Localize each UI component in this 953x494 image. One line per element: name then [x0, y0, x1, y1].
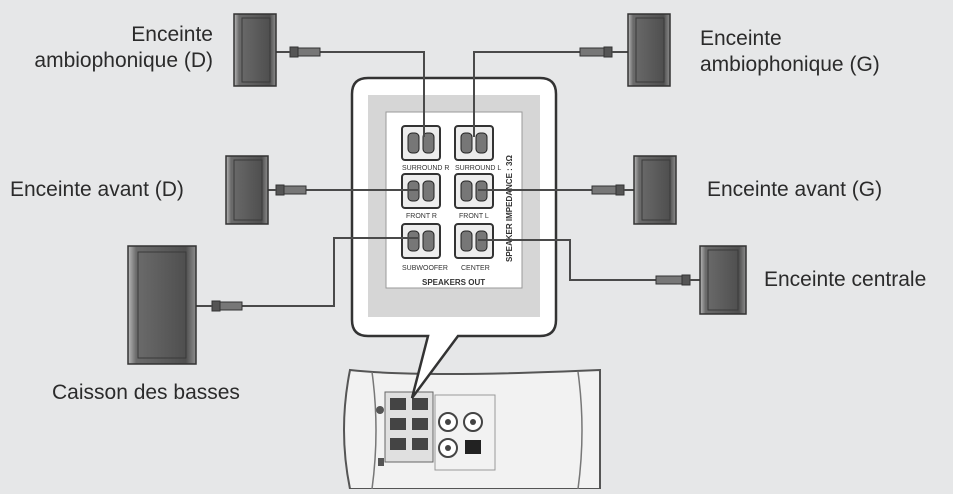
- wire-subwoofer: [222, 237, 418, 307]
- terminal-surround-r: [401, 125, 441, 161]
- label-surround-r: SURROUND R: [402, 165, 449, 172]
- wires: [222, 51, 690, 307]
- terminal-surround-l: [454, 125, 494, 161]
- label-surround-left-line2: ambiophonique (G): [700, 53, 880, 76]
- label-front-left: Enceinte avant (G): [707, 178, 883, 201]
- terminal-center: [454, 223, 494, 259]
- speaker-center: [699, 245, 747, 315]
- label-center: Enceinte centrale: [764, 268, 927, 291]
- speaker-front-right: [225, 155, 269, 225]
- label-surround-right: Enceinte ambiophonique (D): [34, 22, 213, 74]
- label-center: CENTER: [461, 265, 490, 272]
- label-surround-right-line2: ambiophonique (D): [34, 49, 213, 72]
- terminal-front-r: [401, 173, 441, 209]
- label-surround-left-line1: Enceinte: [700, 27, 782, 50]
- wire-surround-right: [312, 51, 425, 137]
- label-surround-l: SURROUND L: [455, 165, 501, 172]
- label-surround-right-line1: Enceinte: [131, 23, 213, 46]
- label-front-right: Enceinte avant (D): [10, 178, 184, 201]
- label-subwoofer: SUBWOOFER: [402, 265, 448, 272]
- label-surround-left: Enceinte ambiophonique (G): [700, 26, 880, 78]
- speaker-front-left: [633, 155, 677, 225]
- speaker-subwoofer: [127, 245, 197, 365]
- label-subwoofer: Caisson des basses: [52, 381, 240, 404]
- terminal-subwoofer: [401, 223, 441, 259]
- speaker-surround-right: [233, 13, 277, 87]
- wire-center: [478, 239, 690, 281]
- label-speakers-out: SPEAKERS OUT: [422, 278, 485, 287]
- panel-labels: SURROUND R SURROUND L FRONT R FRONT L SU…: [402, 155, 514, 287]
- label-impedance: SPEAKER IMPEDANCE : 3Ω: [505, 155, 514, 262]
- label-front-l: FRONT L: [459, 213, 489, 220]
- plugs: [196, 46, 700, 312]
- speaker-surround-left: [627, 13, 671, 87]
- label-front-r: FRONT R: [406, 213, 437, 220]
- wire-surround-left: [473, 51, 596, 137]
- speaker-terminals: [401, 125, 494, 259]
- main-unit: [343, 368, 601, 490]
